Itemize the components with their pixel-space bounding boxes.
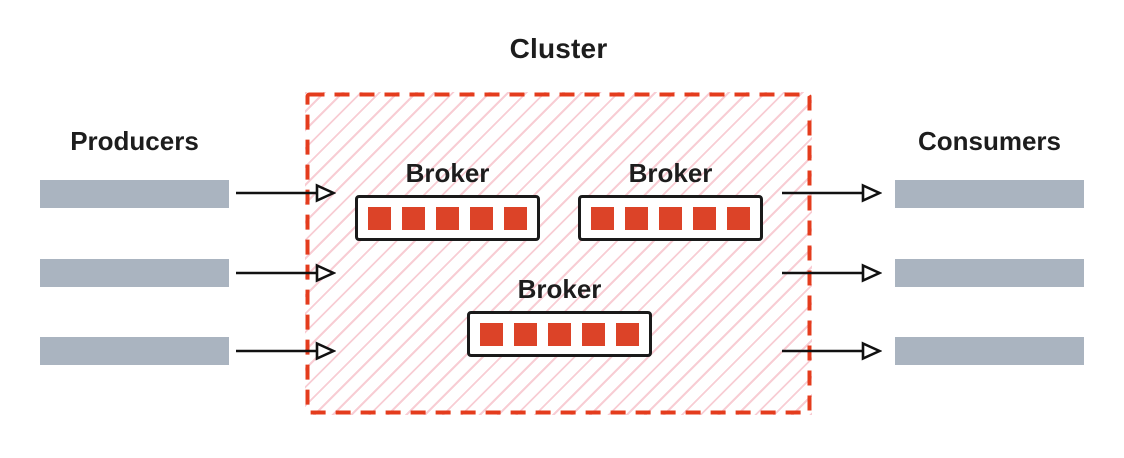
broker-box: [578, 195, 763, 241]
partition-square: [548, 322, 571, 346]
partition-square: [514, 322, 537, 346]
producer-bar: [40, 337, 229, 365]
cluster-title: Cluster: [509, 33, 608, 64]
arrow-right-icon: [236, 341, 336, 361]
consumer-bar: [895, 258, 1084, 287]
broker-box: [355, 195, 540, 241]
broker-node-1: Broker: [355, 159, 540, 241]
arrow-right-icon: [236, 183, 336, 203]
partition-square: [480, 322, 503, 346]
broker-label: Broker: [628, 158, 713, 188]
broker-partitions: [480, 322, 639, 346]
partition-square: [727, 206, 750, 230]
arrow-right-icon: [782, 183, 882, 203]
partition-square: [402, 206, 425, 230]
cluster-dashed-border-icon: [305, 92, 812, 415]
broker-node-3: Broker: [467, 275, 652, 357]
broker-partitions: [368, 206, 527, 230]
broker-label: Broker: [405, 158, 490, 188]
broker-label: Broker: [517, 274, 602, 304]
broker-box: [467, 311, 652, 357]
broker-node-2: Broker: [578, 159, 763, 241]
producer-bar: [40, 180, 229, 208]
producer-bar: [40, 258, 229, 287]
partition-square: [582, 322, 605, 346]
partition-square: [625, 206, 648, 230]
arrow-right-icon: [782, 263, 882, 283]
broker-partitions: [591, 206, 750, 230]
arrow-right-icon: [782, 341, 882, 361]
cluster-box: [305, 92, 812, 415]
arrow-right-icon: [236, 263, 336, 283]
partition-square: [693, 206, 716, 230]
consumer-bar: [895, 180, 1084, 208]
consumers-label: Consumers: [917, 126, 1062, 156]
consumer-bar: [895, 337, 1084, 365]
partition-square: [470, 206, 493, 230]
partition-square: [659, 206, 682, 230]
producer-bars: [40, 180, 229, 365]
partition-square: [368, 206, 391, 230]
consumer-bars: [895, 180, 1084, 365]
partition-square: [436, 206, 459, 230]
partition-square: [591, 206, 614, 230]
partition-square: [616, 322, 639, 346]
partition-square: [504, 206, 527, 230]
producers-label: Producers: [70, 126, 199, 156]
